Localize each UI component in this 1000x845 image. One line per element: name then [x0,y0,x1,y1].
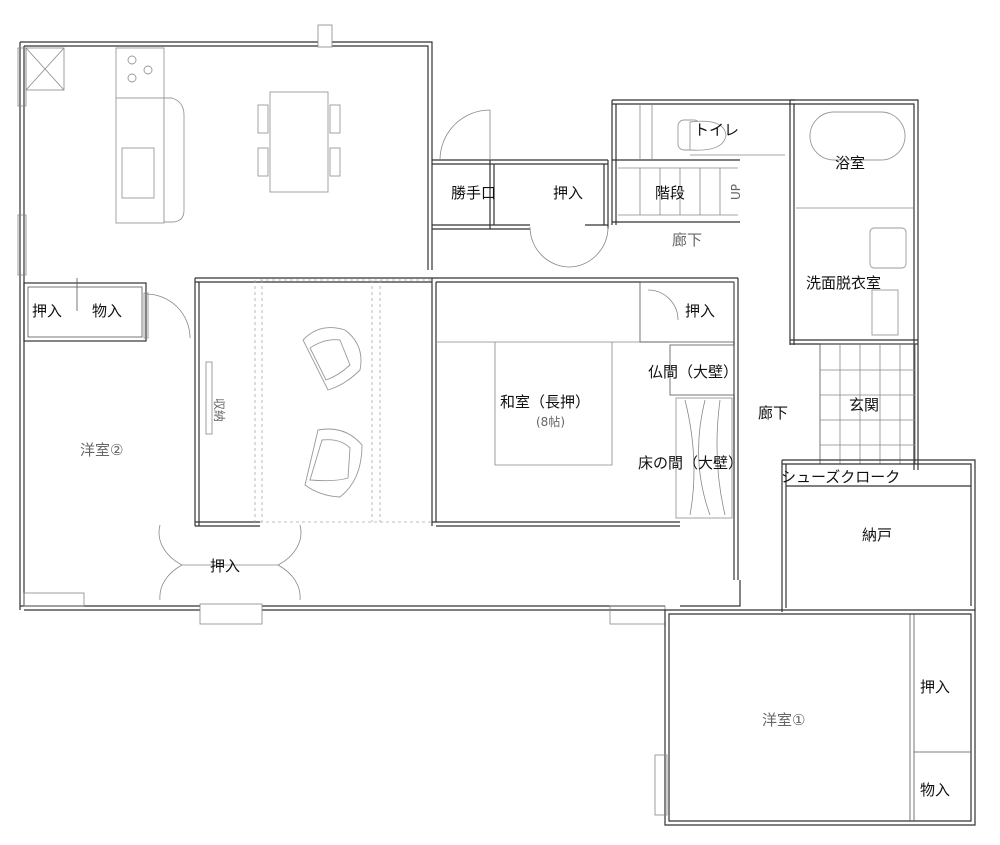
stairs-up-label: UP [729,184,743,200]
room-label-toilet: トイレ [694,121,739,139]
room-label-butsuma: 仏間（大壁） [648,363,738,381]
room-label-monoire-left: 物入 [92,302,122,320]
room-label-corridor-mid: 廊下 [758,404,788,422]
room-label-tokonoma: 床の間（大壁） [638,454,743,472]
room-label-genkan: 玄関 [849,396,879,414]
room-label-oshiire-left: 押入 [32,302,62,320]
room-label-storage: 収納 [212,398,226,422]
room-label-nando: 納戸 [862,526,892,544]
room-label-japanese-room: 和室（長押） [500,393,590,411]
room-label-japanese-room-size: (8帖) [536,414,565,429]
walls [17,24,976,826]
room-label-shoe-closet: シューズクローク [781,468,900,486]
room-label-monoire-right: 物入 [920,781,950,799]
room-label-western-room-2: 洋室② [80,441,123,459]
room-label-oshiire-right: 押入 [920,678,950,696]
room-label-western-room-1: 洋室① [762,711,805,729]
room-label-oshiire-washitsu: 押入 [685,302,715,320]
room-label-corridor: 廊下 [672,231,702,249]
room-label-bath: 浴室 [835,154,865,172]
room-label-oshiire-bottom: 押入 [210,557,240,575]
kitchen-furniture [25,47,341,224]
room-label-washroom: 洗面脱衣室 [806,274,881,292]
room-label-katteguchi: 勝手口 [451,184,496,202]
room-label-oshiire: 押入 [553,184,583,202]
room-label-stairs: 階段 [655,184,685,202]
